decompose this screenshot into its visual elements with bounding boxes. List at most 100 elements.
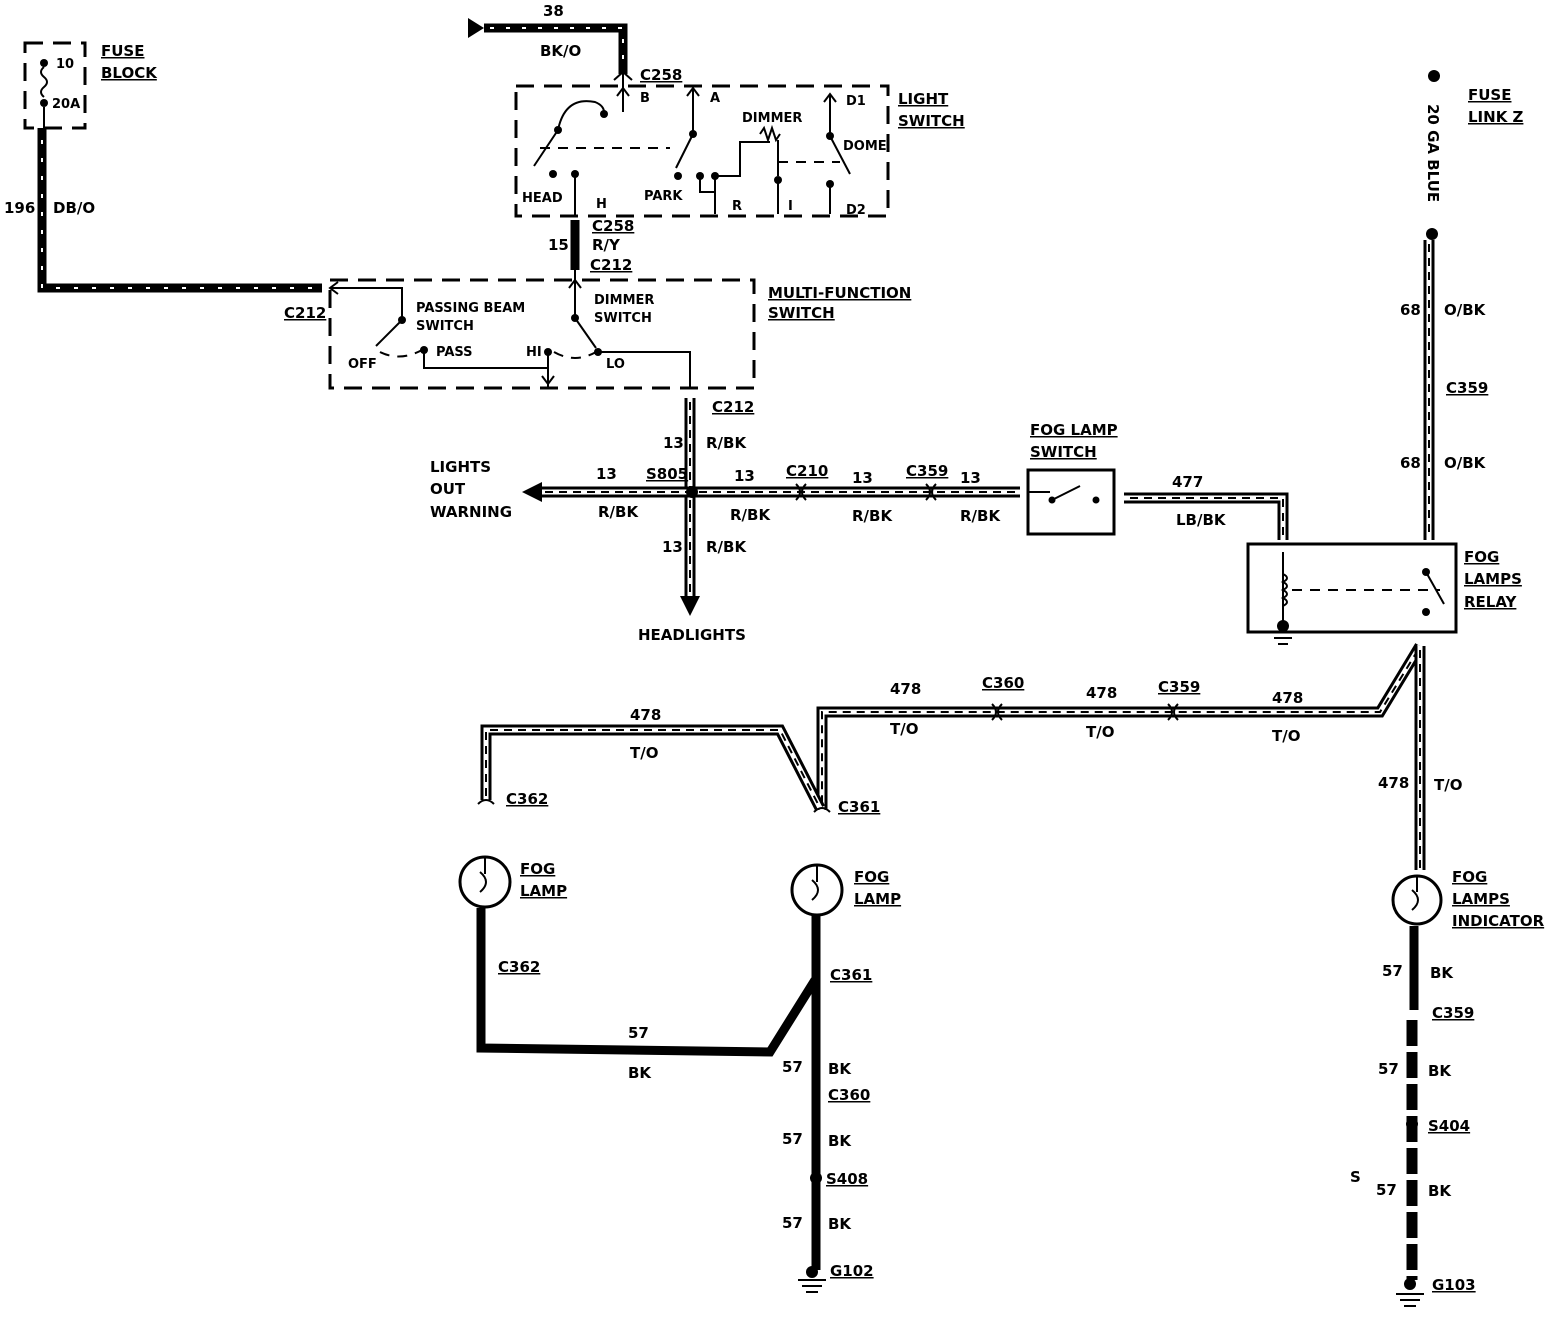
fuse-top-rating: 10 bbox=[56, 57, 74, 72]
multi-function-label-1: MULTI-FUNCTION bbox=[768, 284, 911, 302]
wire-478-color-b: T/O bbox=[890, 720, 918, 738]
wire-68: 68 O/BK C359 68 O/BK bbox=[1400, 240, 1488, 540]
splice-s404: S404 bbox=[1428, 1117, 1470, 1135]
wire-68-number-b: 68 bbox=[1400, 454, 1421, 472]
fuse-link-label-1: FUSE bbox=[1468, 86, 1511, 104]
wire-478-number-e: 478 bbox=[1378, 774, 1409, 792]
switch-hi: HI bbox=[526, 345, 542, 360]
terminal-i: I bbox=[788, 199, 793, 214]
wire-478-number-c: 478 bbox=[1086, 684, 1117, 702]
stray-s-label: S bbox=[1350, 1168, 1361, 1186]
connector-c359-d: C359 bbox=[1432, 1004, 1474, 1022]
connector-c359-a: C359 bbox=[906, 462, 948, 480]
wire-15-color: R/Y bbox=[592, 236, 621, 254]
splice-s408: S408 bbox=[826, 1170, 868, 1188]
wire-478: 478 T/O 478 T/O C360 478 T/O C359 478 T/… bbox=[480, 643, 1462, 870]
lights-out-label-3: WARNING bbox=[430, 503, 512, 521]
terminal-park: PARK bbox=[644, 189, 683, 204]
wire-57-number-g: 57 bbox=[1376, 1181, 1397, 1199]
fog-lamp-right-label-2: LAMP bbox=[854, 890, 901, 908]
fog-lamp-left-label-2: LAMP bbox=[520, 882, 567, 900]
destination-labels: LIGHTS OUT WARNING HEADLIGHTS bbox=[430, 458, 746, 644]
wire-57-color-g: BK bbox=[1428, 1182, 1452, 1200]
lights-out-label-1: LIGHTS bbox=[430, 458, 491, 476]
fuse-link-label-2: LINK Z bbox=[1468, 108, 1524, 126]
splice-s805: S805 bbox=[646, 465, 688, 483]
fog-lamp-switch: FOG LAMP SWITCH bbox=[1026, 421, 1118, 536]
connector-c258-top: C258 bbox=[640, 66, 682, 84]
wire-15-number: 15 bbox=[548, 236, 569, 254]
fuse-block-label-1: FUSE bbox=[101, 42, 144, 60]
wire-478-color-d: T/O bbox=[1272, 727, 1300, 745]
wire-477: 477 LB/BK bbox=[1124, 473, 1289, 540]
connector-c210: C210 bbox=[786, 462, 828, 480]
terminal-a: A bbox=[710, 91, 720, 106]
wire-13-color-f: R/BK bbox=[706, 538, 747, 556]
fog-lamp-switch-label-1: FOG LAMP bbox=[1030, 421, 1118, 439]
connector-c360-a: C360 bbox=[982, 674, 1024, 692]
multi-function-label-2: SWITCH bbox=[768, 304, 835, 322]
wire-57-color-d: BK bbox=[828, 1215, 852, 1233]
wire-196-number: 196 bbox=[4, 199, 35, 217]
connector-c212-c: C212 bbox=[712, 398, 754, 416]
wire-13-color-c: R/BK bbox=[730, 506, 771, 524]
wire-57-color-a: BK bbox=[628, 1064, 652, 1082]
wire-38-number: 38 bbox=[543, 2, 564, 20]
indicator-label-2: LAMPS bbox=[1452, 890, 1510, 908]
wire-38: 38 BK/O bbox=[468, 2, 628, 74]
relay-label-1: FOG bbox=[1464, 548, 1499, 566]
fuse-block-label-2: BLOCK bbox=[101, 64, 158, 82]
fog-lamp-left: C362 FOG LAMP C362 57 BK bbox=[458, 790, 819, 1082]
connector-c361-a: C361 bbox=[838, 798, 880, 816]
terminal-dimmer: DIMMER bbox=[742, 111, 802, 126]
switch-off: OFF bbox=[348, 357, 377, 372]
fog-lamps-indicator: FOG LAMPS INDICATOR 57 BK C359 57 BK S40… bbox=[1350, 868, 1545, 1307]
connector-c362-a: C362 bbox=[506, 790, 548, 808]
fuse-link-wire-label: 20 GA BLUE bbox=[1424, 104, 1442, 202]
wire-478-color-a: T/O bbox=[630, 744, 658, 762]
fuse-link-z: FUSE LINK Z 20 GA BLUE bbox=[1424, 70, 1524, 240]
connector-c212-a: C212 bbox=[590, 256, 632, 274]
wire-196: 196 DB/O bbox=[4, 128, 322, 293]
ground-g103: G103 bbox=[1432, 1276, 1476, 1294]
connector-c359-c: C359 bbox=[1158, 678, 1200, 696]
light-switch-label-1: LIGHT bbox=[898, 90, 949, 108]
wire-57-number-f: 57 bbox=[1378, 1060, 1399, 1078]
passing-beam-label-1: PASSING BEAM bbox=[416, 301, 525, 316]
connector-c258-bottom: C258 bbox=[592, 217, 634, 235]
wire-13-number-f: 13 bbox=[662, 538, 683, 556]
connector-c359-b: C359 bbox=[1446, 379, 1488, 397]
wire-13: C212 13 R/BK 13 S805 R/BK 13 R/BK C210 1… bbox=[522, 398, 1020, 616]
dimmer-switch-label-2: SWITCH bbox=[594, 311, 652, 326]
dimmer-switch-label-1: DIMMER bbox=[594, 293, 654, 308]
wire-196-color: DB/O bbox=[53, 199, 95, 217]
ground-g102: G102 bbox=[830, 1262, 874, 1280]
wire-38-color: BK/O bbox=[540, 42, 581, 60]
lights-out-label-2: OUT bbox=[430, 480, 466, 498]
wire-478-color-c: T/O bbox=[1086, 723, 1114, 741]
terminal-d2: D2 bbox=[846, 203, 866, 218]
wire-13-color-e: R/BK bbox=[960, 507, 1001, 525]
passing-beam-label-2: SWITCH bbox=[416, 319, 474, 334]
wire-478-number-d: 478 bbox=[1272, 689, 1303, 707]
wire-57-number-a: 57 bbox=[628, 1024, 649, 1042]
fuse-block: 10 20A FUSE BLOCK bbox=[23, 41, 158, 130]
wire-68-color-b: O/BK bbox=[1444, 454, 1487, 472]
wire-68-number-a: 68 bbox=[1400, 301, 1421, 319]
fog-lamps-relay: FOG LAMPS RELAY bbox=[1246, 542, 1522, 645]
wire-68-color-a: O/BK bbox=[1444, 301, 1487, 319]
connector-c212-b: C212 bbox=[284, 304, 326, 322]
wire-13-color-b: R/BK bbox=[598, 503, 639, 521]
terminal-b: B bbox=[640, 91, 650, 106]
wire-15: C258 15 R/Y C212 bbox=[548, 217, 634, 274]
relay-label-3: RELAY bbox=[1464, 593, 1518, 611]
indicator-label-1: FOG bbox=[1452, 868, 1487, 886]
fuse-bottom-rating: 20A bbox=[52, 97, 80, 112]
switch-lo: LO bbox=[606, 357, 625, 372]
indicator-label-3: INDICATOR bbox=[1452, 912, 1545, 930]
connector-c362-b: C362 bbox=[498, 958, 540, 976]
light-switch-label-2: SWITCH bbox=[898, 112, 965, 130]
terminal-r: R bbox=[732, 199, 742, 214]
wire-13-color-d: R/BK bbox=[852, 507, 893, 525]
terminal-d1: D1 bbox=[846, 94, 866, 109]
